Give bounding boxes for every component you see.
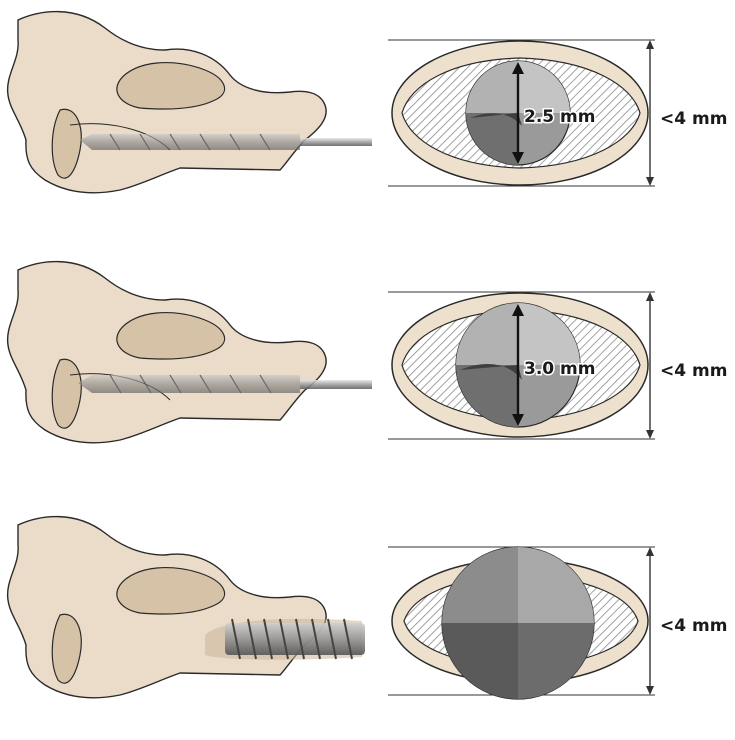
drill-flutes bbox=[80, 134, 300, 150]
bone-illustration bbox=[6, 10, 327, 194]
drill-hole bbox=[455, 302, 581, 428]
drill-flutes bbox=[78, 375, 300, 393]
panel-drill-2-5: 2.5 mm <4 mm bbox=[0, 0, 735, 235]
bone-shadow bbox=[51, 358, 82, 429]
panel-1-svg: 2.5 mm <4 mm bbox=[6, 10, 727, 194]
facet-3 bbox=[466, 113, 518, 165]
drill-spiral bbox=[109, 133, 271, 151]
outer-width-label: <4 mm bbox=[660, 361, 727, 381]
cross-section: 3.0 mm <4 mm bbox=[388, 291, 727, 440]
drill-spiral bbox=[109, 374, 272, 394]
drill-bit-icon bbox=[78, 374, 372, 394]
panel-3-svg: <4 mm bbox=[6, 515, 727, 700]
facet-2 bbox=[466, 61, 518, 113]
screw-facet-4 bbox=[518, 623, 594, 699]
screw-icon bbox=[205, 618, 365, 660]
screw-facet-2 bbox=[442, 547, 518, 623]
facet-2 bbox=[456, 303, 518, 365]
screw-shaft bbox=[225, 623, 365, 655]
drill-shank bbox=[300, 138, 372, 146]
cross-section: <4 mm bbox=[388, 546, 727, 700]
drill-shank bbox=[300, 380, 372, 389]
arrowhead-up bbox=[512, 62, 524, 74]
drill-diameter-label: 3.0 mm bbox=[524, 359, 595, 379]
drill-diameter-label: 2.5 mm bbox=[524, 107, 595, 127]
outer-arrow-down bbox=[646, 686, 654, 695]
bone-illustration bbox=[6, 260, 327, 444]
arrowhead-down bbox=[512, 152, 524, 164]
screw-threads bbox=[231, 618, 353, 660]
facet-1 bbox=[518, 303, 580, 365]
panel-2-svg: 3.0 mm <4 mm bbox=[6, 260, 727, 444]
arrowhead-up bbox=[512, 304, 524, 316]
outer-arrow-down bbox=[646, 430, 654, 439]
screw-head bbox=[441, 546, 595, 700]
facet-3 bbox=[456, 365, 518, 427]
screw-facet-3 bbox=[442, 623, 518, 699]
drill-hole bbox=[465, 60, 571, 166]
outer-width-label: <4 mm bbox=[660, 616, 727, 636]
outer-width-label: <4 mm bbox=[660, 109, 727, 129]
panel-drill-3-0: 3.0 mm <4 mm bbox=[0, 250, 735, 485]
bone-shadow bbox=[51, 613, 82, 684]
facet-4 bbox=[470, 113, 522, 126]
outer-arrow-up bbox=[646, 40, 654, 49]
outer-arrow-down bbox=[646, 177, 654, 186]
drill-bit-icon bbox=[80, 133, 372, 151]
outer-arrow-up bbox=[646, 547, 654, 556]
bone-notch bbox=[116, 61, 226, 110]
cross-section: 2.5 mm <4 mm bbox=[388, 39, 727, 187]
bone-notch bbox=[116, 311, 226, 360]
bone-notch bbox=[116, 566, 226, 615]
arrowhead-down bbox=[512, 414, 524, 426]
facet-4 bbox=[460, 364, 522, 380]
outer-arrow-up bbox=[646, 292, 654, 301]
bone-shadow bbox=[51, 108, 82, 179]
bone-illustration bbox=[6, 515, 327, 699]
facet-1 bbox=[518, 61, 570, 113]
screw-facet-1 bbox=[518, 547, 594, 623]
panel-screw: <4 mm bbox=[0, 505, 735, 740]
